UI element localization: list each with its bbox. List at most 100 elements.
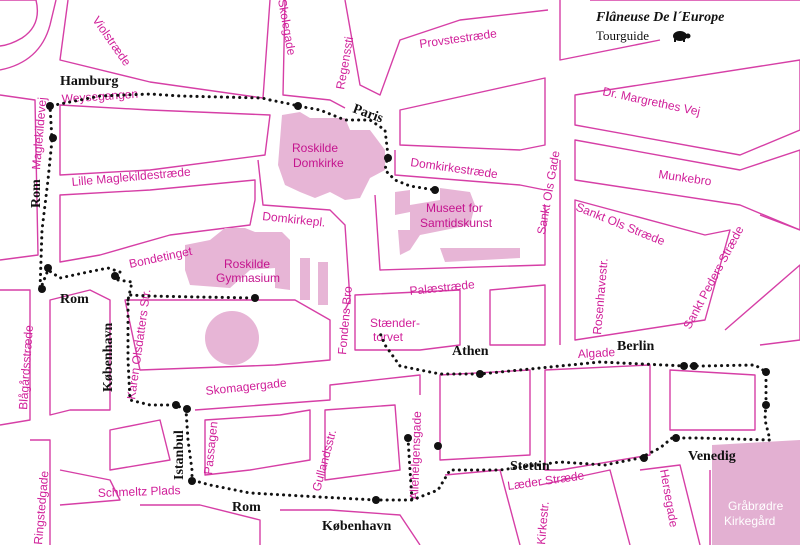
street-block [204, 409, 311, 476]
street-block [59, 179, 256, 263]
city-label-rom-1[interactable]: Rom [29, 179, 44, 208]
gymnasium-wing-building[interactable] [318, 262, 328, 305]
street-block [344, 0, 549, 96]
landmark-label-roskilde-domkirke-2: Domkirke [293, 156, 344, 170]
street-label-palaestraede: Palæstræde [409, 277, 476, 298]
turtle-icon [673, 31, 691, 42]
gymnasium-wing-building[interactable] [300, 258, 310, 300]
city-label-rom-3[interactable]: Rom [232, 500, 261, 515]
map-header: Flâneuse De l´Europe Tourguide [595, 10, 724, 43]
street-block [280, 509, 421, 545]
street-block [759, 214, 800, 231]
street-block [394, 150, 546, 191]
city-label-koebenhavn-2[interactable]: København [322, 519, 391, 534]
street-label-passagen: Passagen [201, 421, 221, 476]
landmark-label-graabroedre-1: Gråbrødre [728, 499, 784, 513]
stop-marker[interactable] [38, 285, 46, 293]
city-label-hamburg[interactable]: Hamburg [60, 74, 118, 89]
street-block [574, 139, 800, 231]
round-square[interactable] [205, 311, 259, 365]
street-label-sankt-peders-straede: Sankt Peders Stræde [680, 223, 746, 331]
route-path [126, 293, 257, 302]
city-label-paris[interactable]: Paris [351, 102, 386, 127]
stop-marker[interactable] [762, 401, 770, 409]
street-label-skolegade: Skolegade [275, 0, 299, 57]
stop-marker[interactable] [46, 102, 54, 110]
street-block [140, 504, 261, 545]
stop-marker[interactable] [476, 370, 484, 378]
stop-marker[interactable] [188, 477, 196, 485]
street-block [59, 469, 121, 506]
stop-marker[interactable] [672, 434, 680, 442]
street-block [444, 469, 521, 545]
city-label-stettin[interactable]: Stettin [510, 459, 550, 474]
landmark-label-graabroedre-2: Kirkegård [724, 514, 775, 528]
city-label-athen[interactable]: Athen [452, 344, 489, 359]
route-path [268, 98, 437, 192]
street-label-allehelgensgade: Allehelgensgade [407, 411, 424, 501]
tour-stops [38, 102, 770, 504]
street-block [0, 0, 39, 47]
street-label-domkirkepl: Domkirkepl. [262, 209, 326, 230]
street-block [0, 0, 57, 71]
stop-marker[interactable] [690, 362, 698, 370]
city-label-koebenhavn-1[interactable]: København [101, 323, 116, 392]
street-label-rosenhavestr: Rosenhavestr. [590, 258, 611, 336]
city-labels: Hamburg Paris Rom Rom København Athen Be… [29, 74, 736, 534]
street-label-bondetinget: Bondetinget [128, 244, 194, 271]
stop-marker[interactable] [294, 102, 302, 110]
stop-marker[interactable] [434, 442, 442, 450]
street-labels: Violstræde Skolegade Regenssti Provstest… [16, 0, 747, 545]
city-label-venedig[interactable]: Venedig [688, 449, 736, 464]
stop-marker[interactable] [251, 294, 259, 302]
street-block [399, 77, 546, 151]
street-label-violstraede: Violstræde [90, 14, 134, 69]
museet-building[interactable] [395, 188, 475, 255]
graabroedre-kirkegaard-area[interactable] [712, 440, 800, 545]
route-path [406, 436, 414, 502]
street-label-regenssti: Regenssti [333, 36, 356, 91]
street-block [109, 419, 171, 471]
street-block [59, 0, 271, 99]
street-block [574, 199, 731, 341]
roskilde-domkirke-building[interactable] [278, 112, 385, 200]
city-label-rom-2[interactable]: Rom [60, 292, 89, 307]
street-block [544, 364, 651, 471]
street-label-lille-maglekildestraede: Lille Maglekildestræde [71, 165, 191, 189]
stop-marker[interactable] [111, 272, 119, 280]
stop-marker[interactable] [172, 401, 180, 409]
stop-marker[interactable] [762, 368, 770, 376]
stop-marker[interactable] [404, 434, 412, 442]
landmark-label-roskilde-domkirke-1: Roskilde [292, 141, 338, 155]
stop-marker[interactable] [44, 264, 52, 272]
museet-annex-building[interactable] [440, 248, 520, 262]
street-block [257, 159, 351, 311]
city-label-berlin[interactable]: Berlin [617, 339, 655, 354]
landmark-label-museet-2: Samtidskunst [420, 216, 493, 230]
stop-marker[interactable] [640, 454, 648, 462]
stop-marker[interactable] [49, 134, 57, 142]
stop-marker[interactable] [372, 496, 380, 504]
stop-marker[interactable] [680, 362, 688, 370]
landmark-label-roskilde-gymnasium-2: Gymnasium [216, 271, 280, 285]
stop-marker[interactable] [183, 405, 191, 413]
street-label-skomagergade: Skomagergade [205, 376, 288, 398]
street-label-blaagaardsstraede: Blågårdsstræde [16, 324, 36, 410]
street-block [539, 469, 631, 545]
street-label-maglekildevej: Maglekildevej [29, 97, 49, 171]
street-label-hersegade: Hersegade [657, 468, 681, 529]
landmark-label-museet-1: Museet for [426, 201, 483, 215]
stop-marker[interactable] [384, 154, 392, 162]
city-label-istanbul[interactable]: Istanbul [172, 430, 187, 480]
street-label-sankt-ols-straede: Sankt Ols Stræde [574, 200, 667, 249]
buildings [185, 112, 800, 545]
street-label-kirkestr: Kirkestr. [534, 501, 552, 545]
street-block [439, 369, 531, 461]
street-label-dr-margrethes-vej: Dr. Margrethes Vej [601, 84, 701, 118]
stop-marker[interactable] [431, 186, 439, 194]
roskilde-gymnasium-building[interactable] [185, 228, 290, 290]
street-block [0, 94, 39, 261]
street-label-algade: Algade [577, 345, 615, 361]
